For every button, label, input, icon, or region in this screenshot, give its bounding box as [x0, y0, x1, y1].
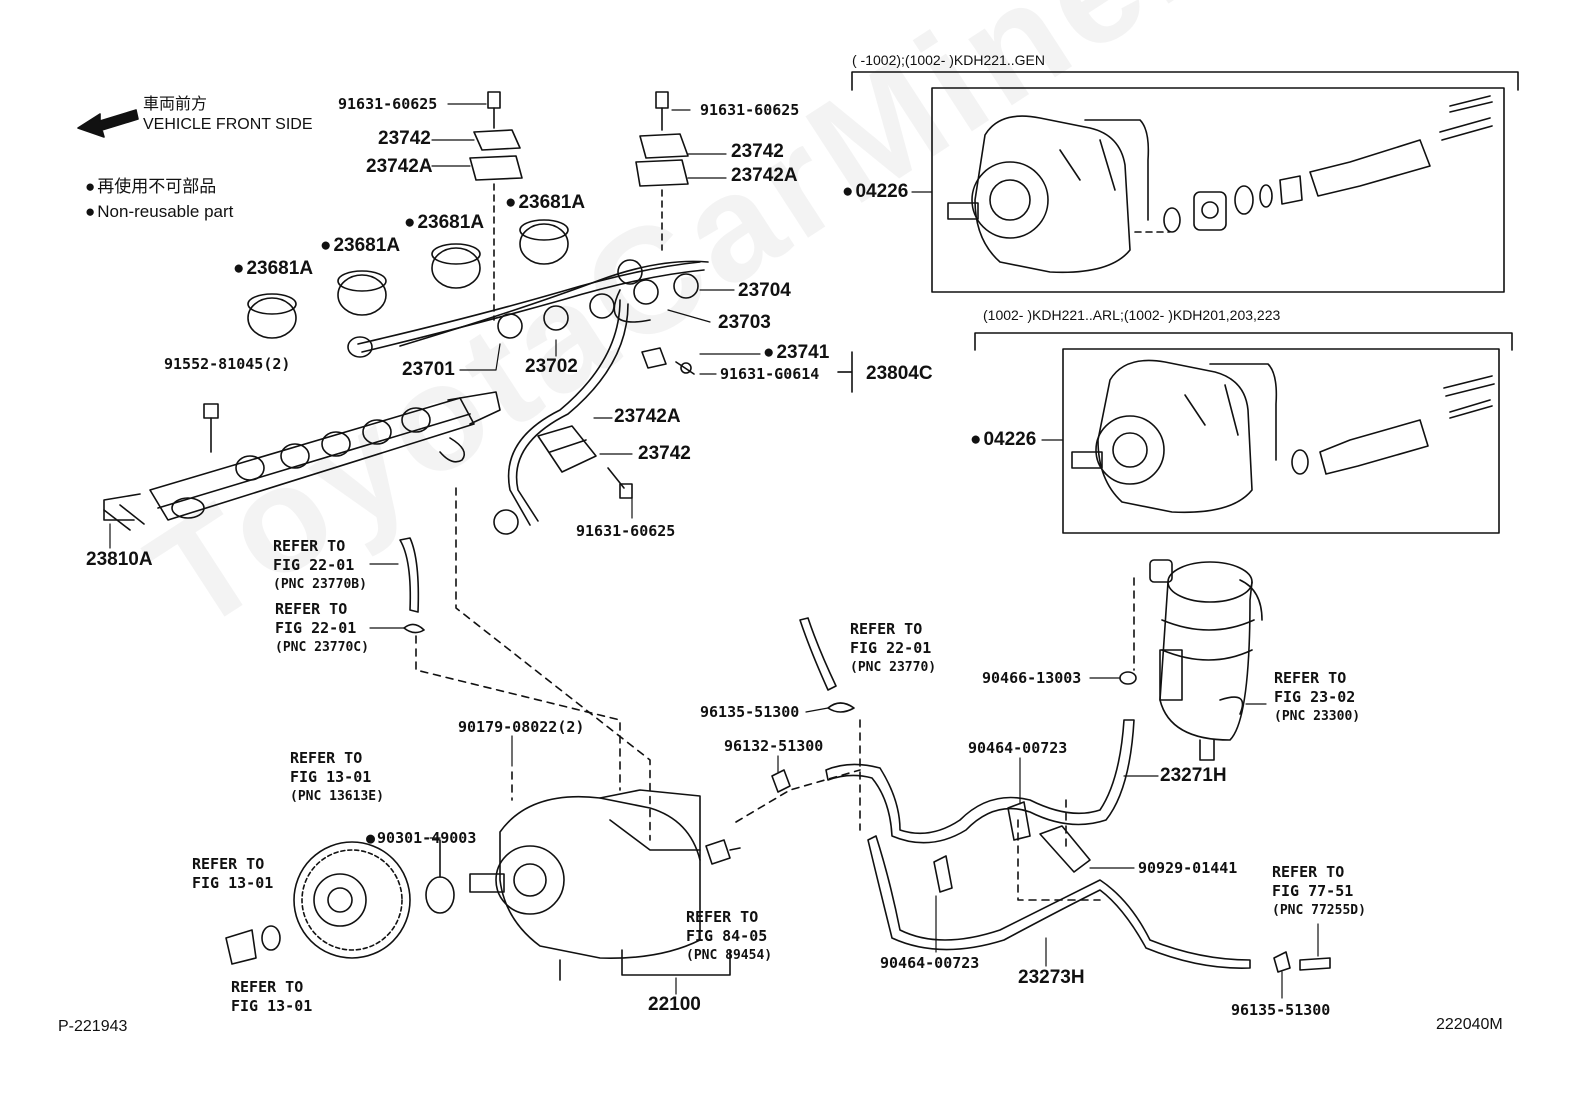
- callout-22100[interactable]: 22100: [648, 994, 701, 1015]
- callout-96135-51300-a[interactable]: 96135-51300: [700, 703, 800, 721]
- callout-23704[interactable]: 23704: [738, 280, 791, 301]
- clip-90464-a-icon: [1007, 801, 1031, 841]
- rail-bolt-icon: [203, 403, 219, 419]
- direction-jp: 車両前方: [143, 96, 208, 113]
- sensor-89454-icon: [705, 839, 731, 865]
- clip-90464-b-icon: [933, 855, 953, 893]
- callout-23742-c[interactable]: 23742: [638, 443, 691, 464]
- callout-23810A[interactable]: 23810A: [86, 549, 153, 570]
- variant-bracket-top: [851, 71, 1519, 91]
- callout-23742-b[interactable]: 23742: [731, 141, 784, 162]
- collar-23681A-icons: [247, 219, 569, 339]
- callout-23742A-a[interactable]: 23742A: [366, 156, 433, 177]
- callout-04226-b[interactable]: 04226: [970, 430, 1036, 450]
- callout-96135-51300-b[interactable]: 96135-51300: [1231, 1001, 1331, 1019]
- pipe-clamp-icon: [537, 425, 597, 473]
- common-rail-icon: [103, 391, 501, 531]
- plug-90466-icon: [1119, 671, 1137, 685]
- callout-23681A-1[interactable]: 23681A: [233, 259, 313, 279]
- callout-04226-a[interactable]: 04226: [842, 182, 908, 202]
- variant-header-bottom: (1002- )KDH221..ARL;(1002- )KDH201,203,2…: [983, 307, 1281, 323]
- clip-23770C-icon: [403, 623, 425, 634]
- callout-23681A-4[interactable]: 23681A: [505, 193, 585, 213]
- variant-box-top: [931, 87, 1505, 293]
- clip-96135-b-icon: [1273, 951, 1291, 973]
- callout-23701[interactable]: 23701: [402, 359, 455, 380]
- callout-91631-G0614[interactable]: 91631-G0614: [720, 365, 820, 383]
- callout-90301-49003[interactable]: 90301-49003: [366, 830, 476, 847]
- clip-96135-a-icon: [827, 702, 855, 713]
- hose-23770B-icon: [399, 537, 420, 613]
- supply-pump-bottom-icon: [1071, 359, 1278, 514]
- callout-91631-60625-b[interactable]: 91631-60625: [700, 101, 800, 119]
- clip-96132-icon: [771, 769, 791, 793]
- callout-96132-51300[interactable]: 96132-51300: [724, 737, 824, 755]
- direction-en: VEHICLE FRONT SIDE: [143, 116, 313, 133]
- oring-90301-icon: [425, 876, 455, 914]
- figure-code-left: P-221943: [58, 1018, 128, 1035]
- bracket-23741-icon: [641, 347, 667, 369]
- injection-pipes-icon: [347, 259, 709, 535]
- variant-box-bottom: [1062, 348, 1500, 534]
- front-arrow-icon: [77, 109, 139, 138]
- callout-23273H[interactable]: 23273H: [1018, 967, 1085, 988]
- clamp-90929-icon: [1039, 825, 1091, 873]
- callout-23702[interactable]: 23702: [525, 356, 578, 377]
- callout-90179-08022[interactable]: 90179-08022(2): [458, 718, 585, 736]
- callout-23804C[interactable]: 23804C: [866, 363, 933, 384]
- callout-90929-01441[interactable]: 90929-01441: [1138, 859, 1238, 877]
- callout-90466-13003[interactable]: 90466-13003: [982, 669, 1082, 687]
- hose-23770-icon: [799, 617, 837, 691]
- callout-23271H[interactable]: 23271H: [1160, 765, 1227, 786]
- callout-23742A-b[interactable]: 23742A: [731, 165, 798, 186]
- hose-23271H-icon: [825, 719, 1135, 844]
- callout-91631-60625-c[interactable]: 91631-60625: [576, 522, 676, 540]
- legend-jp: 再使用不可部品: [85, 175, 216, 199]
- legend-en: Non-reusable part: [85, 200, 233, 224]
- callout-23741[interactable]: 23741: [763, 343, 829, 363]
- supply-pump-top-icon: [947, 115, 1171, 274]
- hose-23273H-icon: [867, 835, 1251, 969]
- callout-90464-00723-a[interactable]: 90464-00723: [968, 739, 1068, 757]
- variant-bracket-bottom: [974, 332, 1513, 351]
- nut-13-01-icon: [225, 929, 257, 965]
- callout-23681A-2[interactable]: 23681A: [320, 236, 400, 256]
- variant-header-top: ( -1002);(1002- )KDH221..GEN: [852, 52, 1045, 68]
- callout-23681A-3[interactable]: 23681A: [404, 213, 484, 233]
- callout-23703[interactable]: 23703: [718, 312, 771, 333]
- callout-23742-a[interactable]: 23742: [378, 128, 431, 149]
- clamp-stack-right-icon: [635, 91, 689, 251]
- supply-pump-22100-icon: [469, 789, 701, 981]
- callout-91631-60625-a[interactable]: 91631-60625: [338, 95, 438, 113]
- hose-77255D-icon: [1299, 957, 1331, 971]
- fuel-filter-icon: [1149, 559, 1263, 761]
- callout-90464-00723-b[interactable]: 90464-00723: [880, 954, 980, 972]
- clamp-stack-left-icon: [469, 91, 523, 321]
- callout-23742A-c[interactable]: 23742A: [614, 406, 681, 427]
- pump-gear-icon: [293, 841, 411, 959]
- callout-91552-81045[interactable]: 91552-81045(2): [164, 355, 291, 373]
- figure-code-right: 222040M: [1436, 1016, 1503, 1033]
